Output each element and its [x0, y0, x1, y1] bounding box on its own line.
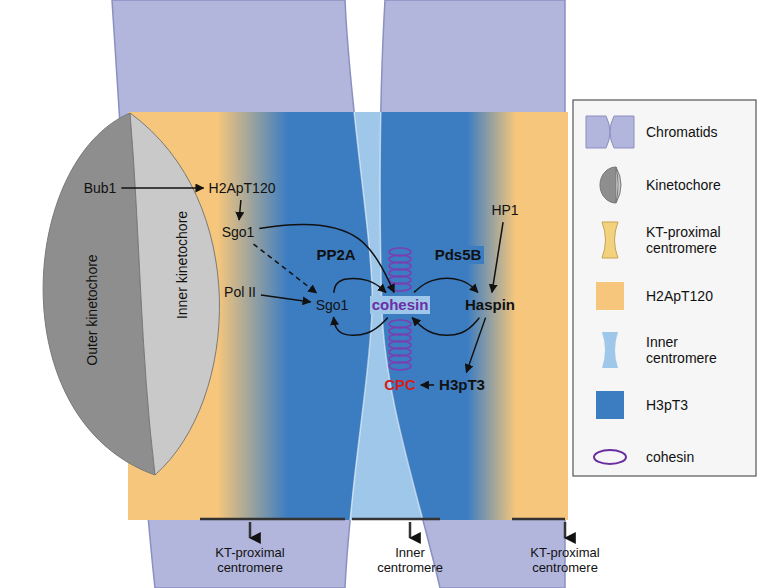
chromatid-edges: [345, 112, 440, 520]
legend-row: Chromatids: [582, 110, 752, 154]
legend-sample: [582, 385, 638, 425]
chromatid-edge: [345, 112, 372, 520]
legend-row: cohesin: [582, 435, 752, 479]
legend-text: H2ApT120: [646, 288, 746, 304]
legend-row: Inner centromere: [582, 328, 752, 372]
legend-sample: [582, 112, 638, 152]
legend-row: H3pT3: [582, 383, 752, 427]
legend-row: H2ApT120: [582, 274, 752, 318]
complex-label: CPC: [381, 374, 419, 395]
legend-sample: [582, 437, 638, 477]
protein-label: Sgo1: [313, 295, 352, 315]
pathway-arrow: [259, 224, 394, 292]
kinetochore-outline: [130, 113, 219, 475]
legend-row: Kinetochore: [582, 163, 752, 207]
region-bars: [200, 519, 565, 538]
kt-proximal-sample: [602, 222, 618, 258]
pathway-arrow: [414, 279, 478, 293]
cohesin-ring: [389, 283, 411, 291]
centromere-region: [128, 112, 568, 520]
protein-label: Sgo1: [219, 222, 258, 242]
protein-label: Pol II: [221, 282, 259, 302]
protein-label: Bub1: [81, 178, 120, 198]
node-text: Haspin: [465, 296, 515, 313]
enzyme-label: Pds5B: [435, 246, 482, 263]
pathway-arrow: [121, 187, 203, 189]
edge-label-patch: PP2A: [313, 246, 358, 263]
region-label: KT-proximal centromere: [515, 546, 615, 576]
color-swatch: [596, 391, 624, 419]
kinetochore-sample: [616, 167, 621, 203]
region-bar: [352, 518, 440, 521]
region-bar: [200, 518, 345, 521]
legend-text: H3pT3: [646, 397, 746, 413]
node-text: Sgo1: [316, 297, 349, 313]
node-text: H3pT3: [439, 376, 485, 393]
node-text: H2ApT120: [209, 180, 276, 196]
color-swatch: [596, 282, 624, 310]
kinase-label: Haspin: [462, 294, 518, 315]
edge-label-patch: Pds5B: [432, 246, 485, 263]
region-name: Outer kinetochore: [84, 254, 100, 365]
histone-mark-label: H3pT3: [436, 374, 488, 395]
pathway-arrow: [492, 222, 503, 292]
region-label: KT-proximal centromere: [195, 546, 305, 576]
legend-sample: [582, 220, 638, 260]
histone-mark-label: H2ApT120: [206, 178, 279, 198]
pathway-arrow: [421, 384, 434, 386]
inner-centromere-band: [345, 112, 440, 520]
pathway-arrow: [334, 317, 388, 335]
protein-label: HP1: [488, 200, 521, 220]
color-swatch: [602, 332, 618, 368]
node-text: Sgo1: [222, 224, 255, 240]
legend-sample: [582, 165, 638, 205]
chromatid-sample: [586, 116, 610, 148]
kinetochore-sample: [600, 167, 616, 203]
pathway-arrow: [239, 200, 241, 220]
legend-row: KT-proximal centromere: [582, 218, 752, 262]
pathway-arrow: [254, 244, 317, 293]
node-text: Pol II: [224, 284, 256, 300]
legend-text: Chromatids: [646, 124, 746, 140]
legend-sample: [582, 330, 638, 370]
pathway-arrow: [466, 318, 485, 373]
node-text: CPC: [384, 376, 416, 393]
node-text: Bub1: [84, 180, 117, 196]
enzyme-label: PP2A: [316, 246, 355, 263]
cohesin-sample: [594, 450, 626, 464]
pathway-arrow: [334, 279, 386, 293]
legend-text: KT-proximal centromere: [646, 224, 746, 256]
legend-text: Inner centromere: [646, 334, 746, 366]
chromatid-sample: [610, 116, 634, 148]
region-arrow: [564, 522, 567, 538]
node-text: HP1: [491, 202, 518, 218]
cohesin-label: cohesin: [367, 294, 434, 315]
legend-panel: [573, 100, 756, 476]
legend-text: cohesin: [646, 449, 746, 465]
region-arrow: [409, 522, 412, 538]
region-name: Inner kinetochore: [174, 211, 190, 319]
legend-sample: [582, 276, 638, 316]
legend-text: Kinetochore: [646, 177, 746, 193]
pathway-arrow: [261, 295, 311, 302]
pathway-arrow: [412, 318, 479, 336]
node-text: cohesin: [370, 296, 431, 313]
cohesin-ring: [389, 362, 411, 370]
region-label: Inner centromere: [365, 546, 455, 576]
chromatid-edge: [380, 112, 440, 520]
region-arrow: [249, 522, 252, 538]
region-bar: [512, 518, 565, 521]
